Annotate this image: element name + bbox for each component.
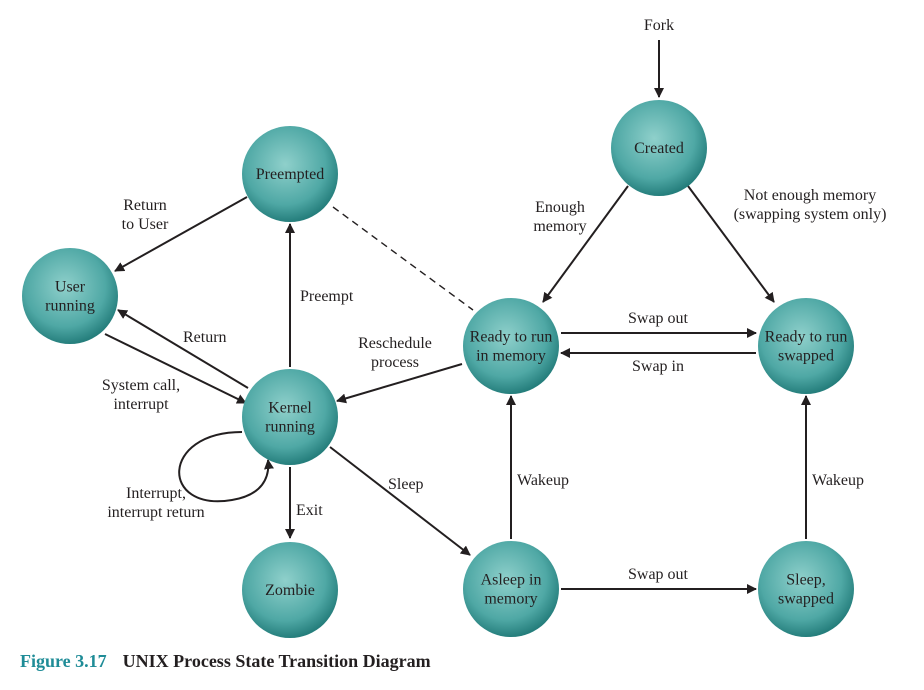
swap-out-asleep-label: Swap out (628, 566, 689, 583)
sleep-label-line: Sleep (388, 476, 424, 493)
state-ready-swapped: Ready to run swapped (758, 298, 854, 394)
return-label: Return (183, 329, 227, 346)
swap-in-label: Swap in (632, 358, 684, 375)
state-circle (463, 298, 559, 394)
state-label-line: memory (484, 591, 537, 608)
preempted-link-arrow (332, 206, 474, 311)
state-label-line: running (265, 419, 315, 436)
edges-layer (104, 40, 811, 594)
state-label-line: Asleep in (481, 572, 542, 589)
state-label-line: in memory (476, 348, 546, 365)
enough-memory-label: Enough memory (533, 199, 586, 235)
reschedule-arrow (336, 363, 463, 404)
state-ready-memory: Ready to run in memory (463, 298, 559, 394)
state-circle (22, 248, 118, 344)
system-call-arrow (104, 333, 247, 404)
state-circle (758, 298, 854, 394)
not-enough-memory-arrow (687, 185, 775, 303)
state-circle (463, 541, 559, 637)
swap-out-ready-label: Swap out (628, 310, 689, 327)
state-kernel-running: Kernel running (242, 369, 338, 465)
state-label-line: Ready to run (765, 329, 848, 346)
figure-title: UNIX Process State Transition Diagram (122, 651, 431, 671)
return-to-user-arrow (114, 196, 248, 272)
state-asleep-memory: Asleep in memory (463, 541, 559, 637)
figure-caption: Figure 3.17 UNIX Process State Transition… (20, 651, 431, 672)
wakeup-swapped-label: Wakeup (812, 472, 864, 489)
return-arrow (117, 309, 249, 389)
state-label: Kernel running (265, 400, 315, 436)
state-label-line: Ready to run (470, 329, 553, 346)
system-call-label-line: System call, (102, 377, 180, 394)
wakeup-memory-label: Wakeup (517, 472, 569, 489)
enough-memory-label-line: Enough (535, 199, 585, 216)
swap-in-label-line: Swap in (632, 358, 684, 375)
preempt-label: Preempt (300, 288, 354, 305)
state-circle (242, 126, 338, 222)
state-circle (242, 369, 338, 465)
state-label-line: Zombie (265, 582, 315, 599)
interrupt-return-label: Interrupt, interrupt return (107, 485, 204, 521)
system-call-label-line: interrupt (113, 396, 169, 413)
state-circle (611, 100, 707, 196)
state-label: Zombie (265, 582, 315, 599)
state-label-line: Kernel (268, 400, 312, 417)
state-label: Preempted (256, 166, 324, 183)
state-label-line: Sleep, (786, 572, 826, 589)
return-to-user-label-line: to User (122, 216, 169, 233)
not-enough-memory-label-line: (swapping system only) (734, 206, 887, 223)
state-label: Ready to run in memory (470, 329, 553, 365)
exit-label: Exit (296, 502, 323, 519)
reschedule-label-line: Reschedule (358, 335, 432, 352)
system-call-label: System call, interrupt (102, 377, 180, 413)
state-circle (758, 541, 854, 637)
swap-out-ready-label-line: Swap out (628, 310, 689, 327)
interrupt-return-label-line: Interrupt, (126, 485, 186, 502)
swap-out-asleep-label-line: Swap out (628, 566, 689, 583)
state-label: Asleep in memory (481, 572, 542, 608)
exit-label-line: Exit (296, 502, 323, 519)
fork-label-line: Fork (644, 17, 674, 34)
state-label-line: swapped (778, 591, 834, 608)
figure-number: Figure 3.17 (20, 651, 107, 671)
state-sleep-swapped: Sleep, swapped (758, 541, 854, 637)
state-label: Sleep, swapped (778, 572, 834, 608)
state-user-running: User running (22, 248, 118, 344)
state-created: Created (611, 100, 707, 196)
state-circle (242, 542, 338, 638)
return-to-user-label-line: Return (123, 197, 167, 214)
wakeup-memory-label-line: Wakeup (517, 472, 569, 489)
return-to-user-label: Return to User (122, 197, 169, 233)
fork-label: Fork (644, 17, 674, 34)
return-label-line: Return (183, 329, 227, 346)
interrupt-return-arrow (178, 431, 274, 503)
interrupt-return-label-line: interrupt return (107, 504, 204, 521)
state-label: Ready to run swapped (765, 329, 848, 365)
state-label: Created (634, 140, 684, 157)
state-label-line: Preempted (256, 166, 324, 183)
reschedule-label: Reschedule process (358, 335, 432, 371)
wakeup-swapped-label-line: Wakeup (812, 472, 864, 489)
enough-memory-arrow (542, 185, 629, 303)
sleep-arrow (329, 446, 471, 556)
state-preempted: Preempted (242, 126, 338, 222)
state-label-line: User (55, 279, 86, 296)
state-label: User running (45, 279, 95, 315)
enough-memory-label-line: memory (533, 218, 586, 235)
state-zombie: Zombie (242, 542, 338, 638)
reschedule-label-line: process (371, 354, 419, 371)
state-label-line: Created (634, 140, 684, 157)
not-enough-memory-label-line: Not enough memory (744, 187, 876, 204)
state-label-line: swapped (778, 348, 834, 365)
state-label-line: running (45, 298, 95, 315)
not-enough-memory-label: Not enough memory (swapping system only) (734, 187, 887, 223)
sleep-label: Sleep (388, 476, 424, 493)
preempt-label-line: Preempt (300, 288, 354, 305)
